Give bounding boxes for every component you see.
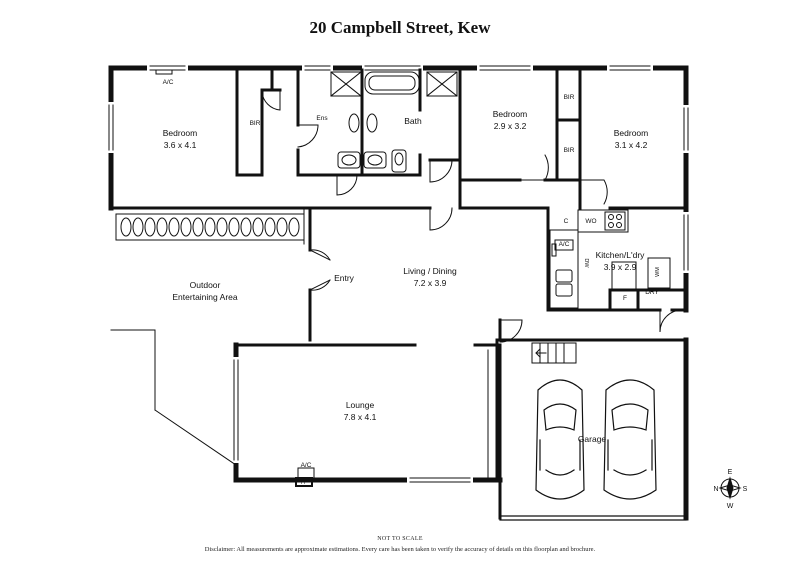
entry-label: Entry — [334, 273, 355, 283]
dryer-label: DRY — [645, 289, 659, 296]
bedroom1-label: Bedroom — [163, 128, 198, 138]
fridge-label: F — [623, 295, 627, 302]
kitchen-size: 3.9 x 2.9 — [604, 262, 637, 272]
planter-shrub — [288, 217, 300, 237]
washing-machine-label: WM — [655, 267, 661, 277]
bedroom2-label: Bedroom — [493, 109, 528, 119]
compass-labels: N E S W — [713, 469, 747, 510]
ac-label-bedroom: A/C — [163, 79, 174, 86]
lounge-label: Lounge — [346, 400, 375, 410]
planter-shrub — [156, 217, 168, 237]
compass-s: S — [743, 486, 748, 493]
bir1-label: BIR — [250, 120, 261, 127]
planter-shrub — [144, 217, 156, 237]
bedroom2-size: 2.9 x 3.2 — [494, 121, 527, 131]
garage-label: Garage — [578, 434, 607, 444]
bir3-label: BIR — [564, 147, 575, 154]
planter-shrub — [204, 217, 216, 237]
cupboard-label: C — [564, 218, 569, 225]
bedroom3-label: Bedroom — [614, 128, 649, 138]
planter-shrub — [276, 217, 288, 237]
living-size: 7.2 x 3.9 — [414, 278, 447, 288]
outdoor-label-2: Entertaining Area — [172, 292, 237, 302]
planter-shrub — [132, 217, 144, 237]
compass — [718, 476, 742, 500]
planter-shrub — [264, 217, 276, 237]
compass-e: E — [728, 469, 733, 476]
wall-oven-label: WO — [585, 218, 596, 225]
ens-label: Ens — [316, 115, 328, 122]
lounge-size: 7.8 x 4.1 — [344, 412, 377, 422]
living-label: Living / Dining — [403, 266, 457, 276]
planter-shrub — [216, 217, 228, 237]
outdoor-label-1: Outdoor — [190, 280, 221, 290]
ac-label-lounge: A/C — [301, 462, 312, 469]
planter-shrub — [168, 217, 180, 237]
plan-title: 20 Campbell Street, Kew — [309, 18, 491, 37]
bedroom1-size: 3.6 x 4.1 — [164, 140, 197, 150]
compass-w: W — [727, 503, 734, 510]
ac-label-kitchen: A/C — [559, 241, 570, 248]
planter-shrub — [120, 217, 132, 237]
not-to-scale-note: NOT TO SCALE — [377, 536, 423, 542]
bedroom3-size: 3.1 x 4.2 — [615, 140, 648, 150]
planter-shrub — [180, 217, 192, 237]
interior-walls — [109, 68, 688, 520]
planter-shrub — [228, 217, 240, 237]
garage-cars — [535, 379, 657, 500]
bir2-label: BIR — [564, 94, 575, 101]
compass-n: N — [713, 486, 718, 493]
fireplace-label: FP — [301, 480, 308, 486]
planter-shrub — [252, 217, 264, 237]
bath-fixtures — [330, 71, 458, 173]
disclaimer-text: Disclaimer: All measurements are approxi… — [204, 546, 596, 553]
planter-shrub — [240, 217, 252, 237]
kitchen-fixtures — [549, 209, 671, 309]
room-labels: Bedroom 3.6 x 4.1 BIR Ens Bath Bedroom 2… — [163, 94, 649, 444]
dishwasher-label: DW — [583, 258, 589, 268]
bath-label: Bath — [404, 116, 422, 126]
planter-shrub — [192, 217, 204, 237]
kitchen-label: Kitchen/L'dry — [596, 250, 646, 260]
fixture-labels: A/C A/C A/C FP C WO DW WM F DRY — [163, 79, 661, 486]
